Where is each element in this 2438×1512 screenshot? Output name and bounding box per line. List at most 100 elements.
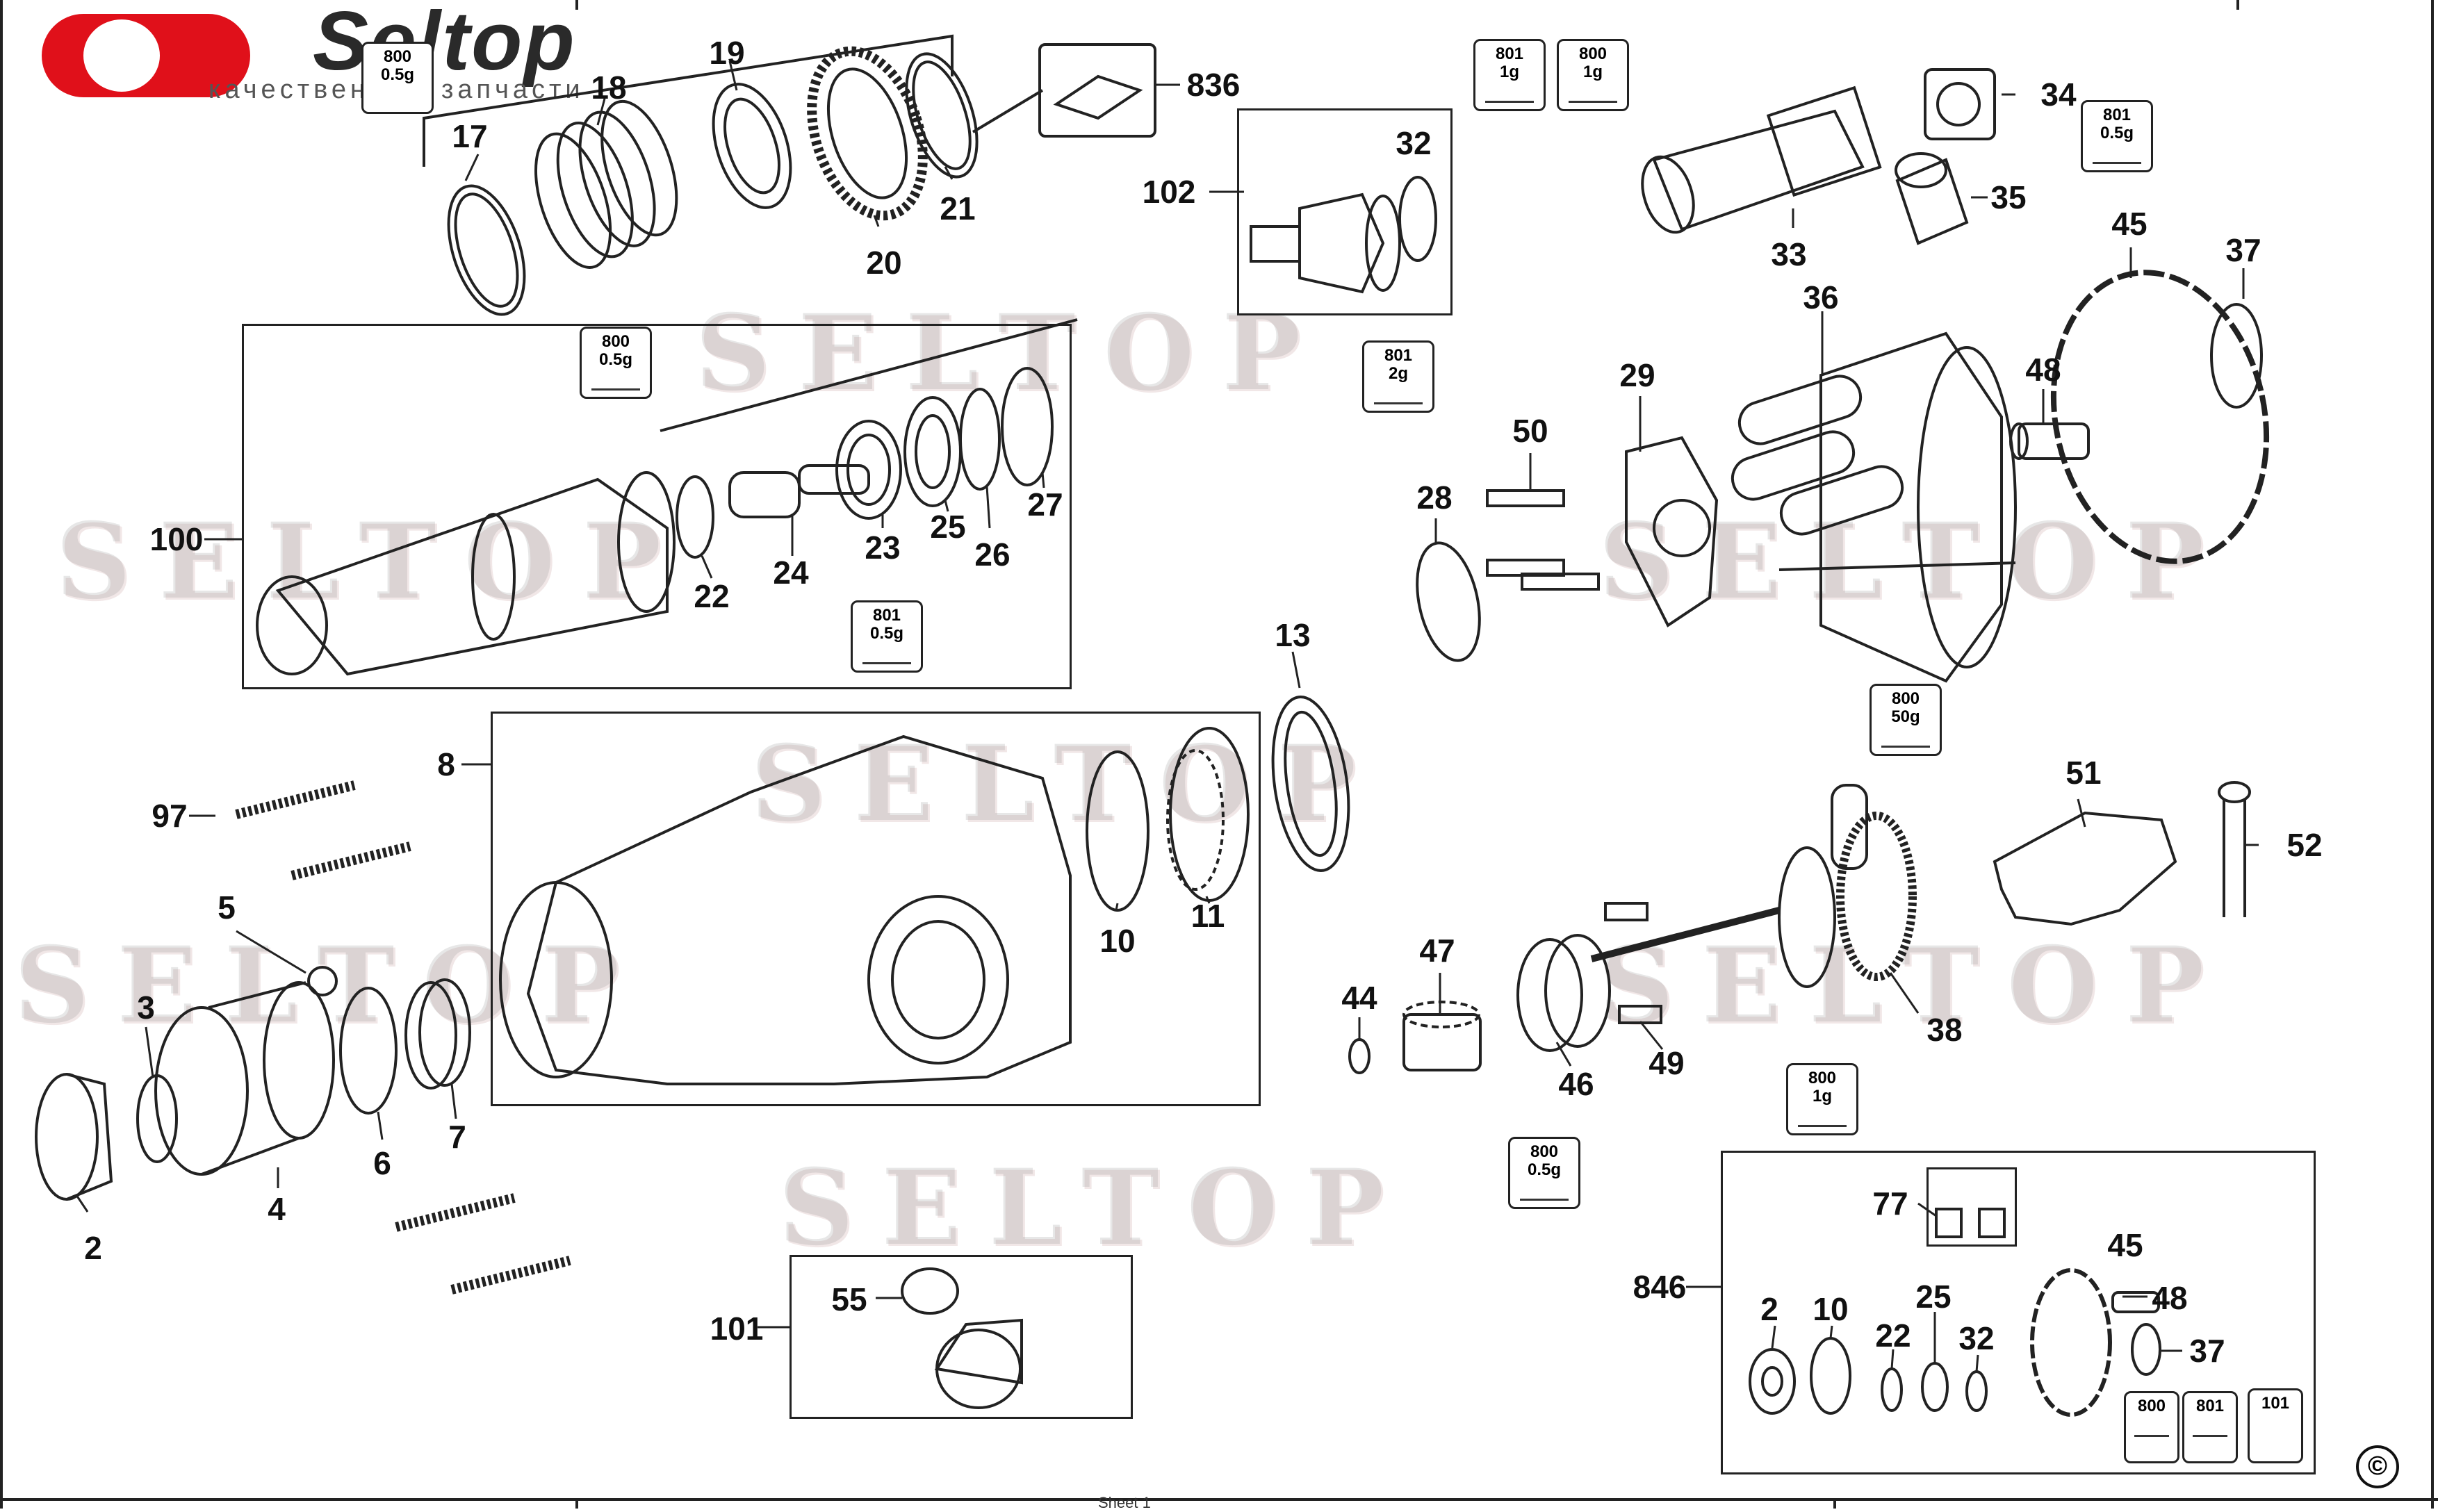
part-28-oring <box>1416 541 1481 662</box>
part-label: 45 <box>2111 206 2147 242</box>
part-33-tube <box>1641 85 1882 234</box>
grease-gun-icon <box>1520 1183 1569 1201</box>
kit-part-45 <box>2030 1268 2112 1417</box>
group-frame-102 <box>1237 108 1453 315</box>
part-label: 32 <box>1396 125 1432 161</box>
brand-name: Seltop <box>313 0 576 88</box>
part-label: 7 <box>448 1119 466 1155</box>
part-38-shaft <box>1590 784 1917 988</box>
grease-gun-icon <box>1485 85 1534 103</box>
grease-gun-icon <box>2193 1420 2227 1437</box>
watermark: SELTOP <box>14 924 647 1046</box>
part-label: 35 <box>1990 179 2027 215</box>
kit-part-32 <box>1965 1370 1988 1412</box>
part-label: 51 <box>2065 755 2102 791</box>
part-5-ball <box>307 966 338 996</box>
part-label: 97 <box>152 798 188 834</box>
kit-ref-101: 101 <box>2248 1388 2303 1463</box>
part-label: 28 <box>1416 479 1453 516</box>
kit-part-2 <box>1749 1348 1796 1415</box>
part-label: 37 <box>2189 1333 2225 1369</box>
part-label: 52 <box>2286 827 2323 863</box>
grease-gun-icon <box>862 647 911 664</box>
group-frame-77 <box>1926 1167 2017 1247</box>
footer-text: Sheet 1 <box>1098 1494 1151 1511</box>
part-101-cap <box>934 1318 1023 1409</box>
watermark: SELTOP <box>751 723 1384 845</box>
part-97-screws <box>235 780 571 1295</box>
part-label: 10 <box>1099 923 1136 959</box>
lubricant-ref: 800 <box>2124 1391 2179 1463</box>
group-frame-8 <box>491 712 1261 1106</box>
part-label: 19 <box>709 35 745 71</box>
part-18-spring <box>534 99 678 269</box>
part-46-gear <box>1516 934 1611 1052</box>
part-label: 17 <box>452 118 488 154</box>
part-37-ring <box>2210 303 2263 409</box>
part-35-pin <box>1895 152 1969 245</box>
part-label: 5 <box>218 889 236 926</box>
part-label: 49 <box>1648 1045 1685 1081</box>
part-22-ring <box>676 475 714 559</box>
part-label: 48 <box>2025 352 2061 388</box>
kit-part-48 <box>2111 1291 2160 1313</box>
part-77-brushes <box>1935 1208 2006 1238</box>
part-13-washer <box>1271 696 1350 872</box>
kit-part-10 <box>1810 1337 1851 1415</box>
part-label: 34 <box>2040 76 2077 113</box>
part-100-barrel <box>256 471 676 676</box>
copyright-mark: © <box>2356 1445 2399 1488</box>
grease-gun-icon <box>2093 147 2141 164</box>
part-17-ring <box>447 184 526 316</box>
part-4-sleeve <box>154 981 335 1176</box>
part-102-spindle <box>1250 176 1437 294</box>
part-label: 3 <box>137 989 155 1026</box>
part-label: 50 <box>1512 413 1548 449</box>
part-29-flange <box>1625 436 1719 627</box>
part-2-cap <box>35 1073 113 1201</box>
part-label: 32 <box>1958 1320 1995 1356</box>
grease-gun-icon <box>591 373 640 391</box>
part-label: 29 <box>1619 357 1655 393</box>
part-label: 11 <box>1191 898 1225 934</box>
part-23-ring <box>835 420 902 520</box>
part-label: 24 <box>773 554 809 591</box>
part-label: 846 <box>1633 1269 1687 1305</box>
part-label: 2 <box>84 1230 102 1266</box>
part-11-bearing <box>1166 727 1250 902</box>
grease-gun-icon <box>1881 730 1930 748</box>
part-label: 44 <box>1341 980 1377 1016</box>
part-label: 18 <box>591 69 627 106</box>
part-47-clutch <box>1402 1001 1482 1071</box>
part-label: 22 <box>1875 1317 1911 1354</box>
part-label: 836 <box>1186 67 1241 103</box>
part-49-screw <box>1618 1005 1662 1024</box>
part-label: 13 <box>1275 617 1311 653</box>
part-52-clip <box>2218 781 2251 917</box>
part-label: 10 <box>1813 1291 1849 1327</box>
part-label: 45 <box>2107 1227 2143 1263</box>
part-label: 6 <box>373 1145 391 1181</box>
part-27-oring <box>1001 367 1054 486</box>
part-10-seal <box>1086 750 1150 912</box>
part-19-sleeve <box>712 83 792 209</box>
kit-part-37 <box>2131 1323 2161 1376</box>
part-label: 55 <box>831 1281 867 1317</box>
part-label: 25 <box>930 509 966 545</box>
lubricant-ref: 801 <box>2182 1391 2238 1463</box>
part-36-housing <box>1731 331 2017 683</box>
kit-part-25 <box>1921 1362 1949 1412</box>
part-25-bearing <box>903 396 962 507</box>
part-label: 48 <box>2152 1280 2188 1316</box>
part-label: 101 <box>710 1310 764 1347</box>
part-24-striker <box>728 464 870 518</box>
part-44-washer <box>1348 1038 1371 1074</box>
part-label: 33 <box>1771 236 1807 272</box>
